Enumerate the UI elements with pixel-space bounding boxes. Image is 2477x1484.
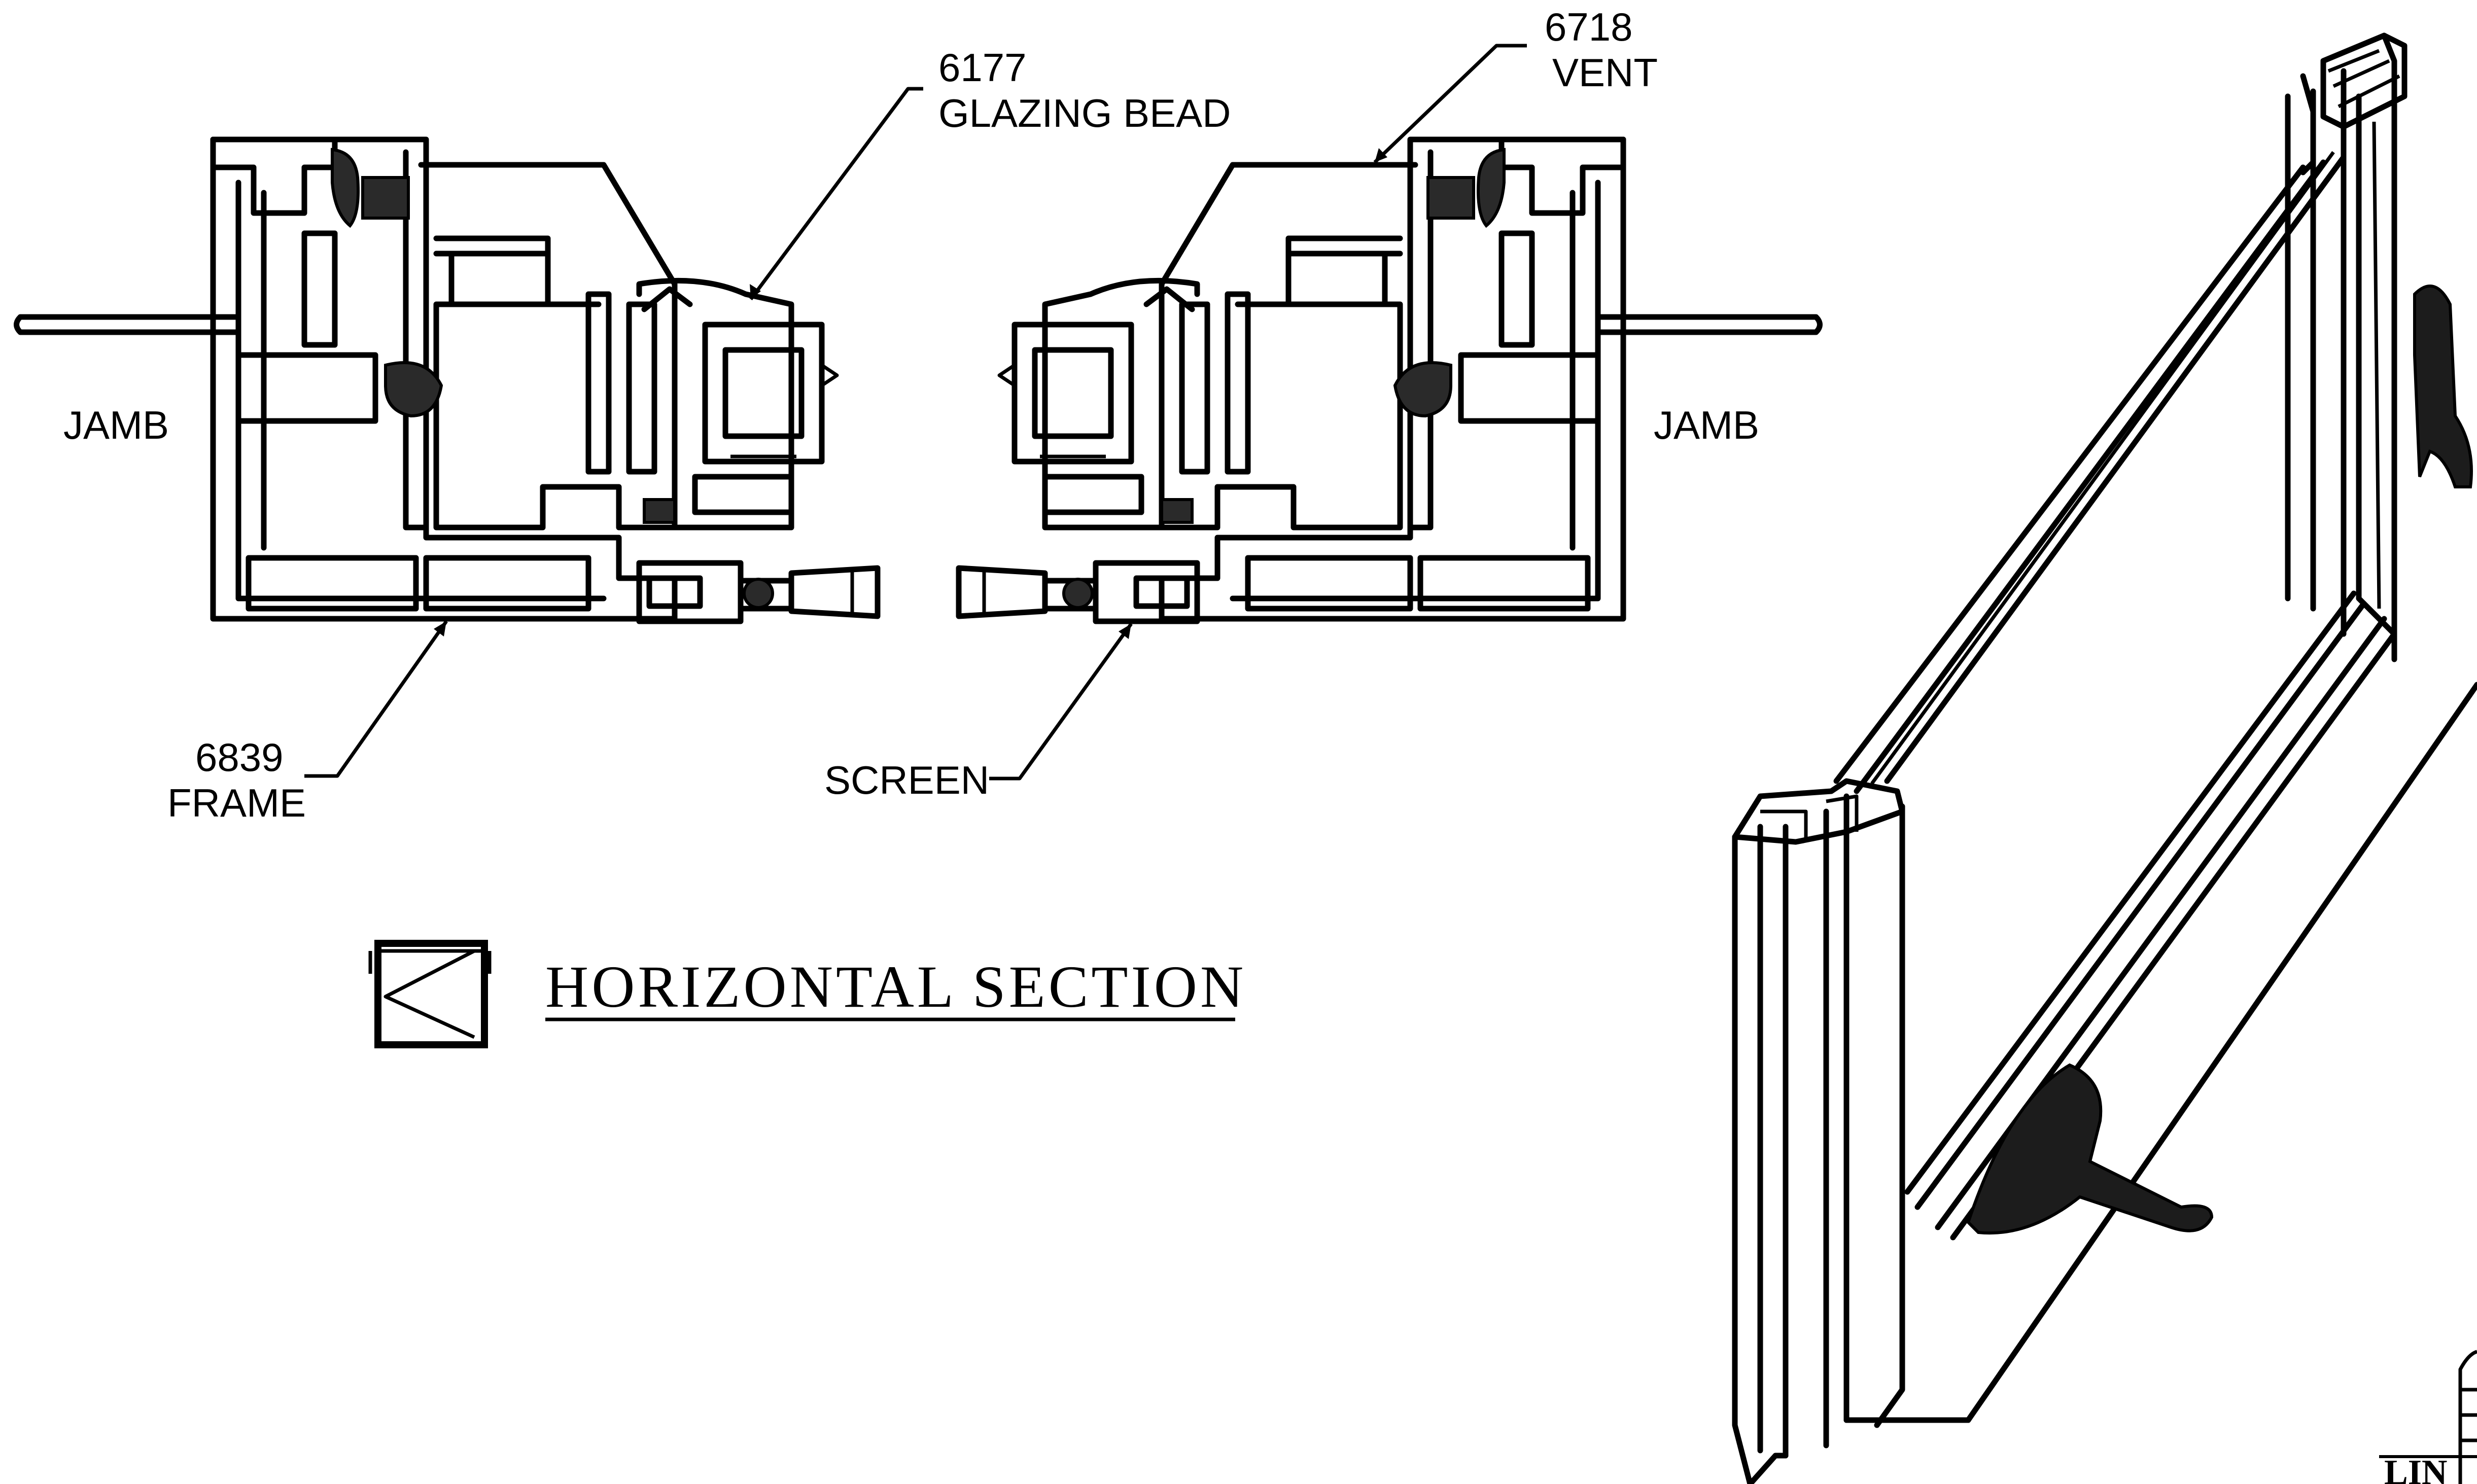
section-marker-icon bbox=[368, 940, 492, 1048]
sash-handle-top-icon bbox=[2413, 285, 2473, 488]
annotations: JAMB JAMB 6177 GLAZING BEAD 6718 VENT 68… bbox=[63, 5, 1759, 825]
jamb-right-label: JAMB bbox=[1654, 403, 1759, 447]
glazing-bead-number: 6177 bbox=[938, 45, 1027, 90]
left-section-profile bbox=[14, 136, 881, 624]
company-logo: LIN bbox=[2379, 1350, 2477, 1484]
vent-name: VENT bbox=[1552, 50, 1658, 95]
sash-handle-bottom-icon bbox=[1966, 1063, 2214, 1235]
glazing-bead-name: GLAZING BEAD bbox=[938, 91, 1231, 135]
jamb-left-label: JAMB bbox=[63, 403, 169, 447]
right-section-profile bbox=[956, 136, 1823, 624]
vent-number: 6718 bbox=[1545, 5, 1633, 49]
frame-number: 6839 bbox=[195, 735, 284, 780]
section-title: HORIZONTAL SECTION bbox=[545, 953, 1246, 1020]
logo-text: LIN bbox=[2384, 1453, 2447, 1484]
section-title-group: HORIZONTAL SECTION bbox=[368, 940, 1246, 1048]
isometric-window-view bbox=[1732, 32, 2477, 1484]
frame-name: FRAME bbox=[167, 781, 306, 825]
leader-lines bbox=[304, 44, 1527, 781]
screen-label: SCREEN bbox=[824, 758, 989, 802]
